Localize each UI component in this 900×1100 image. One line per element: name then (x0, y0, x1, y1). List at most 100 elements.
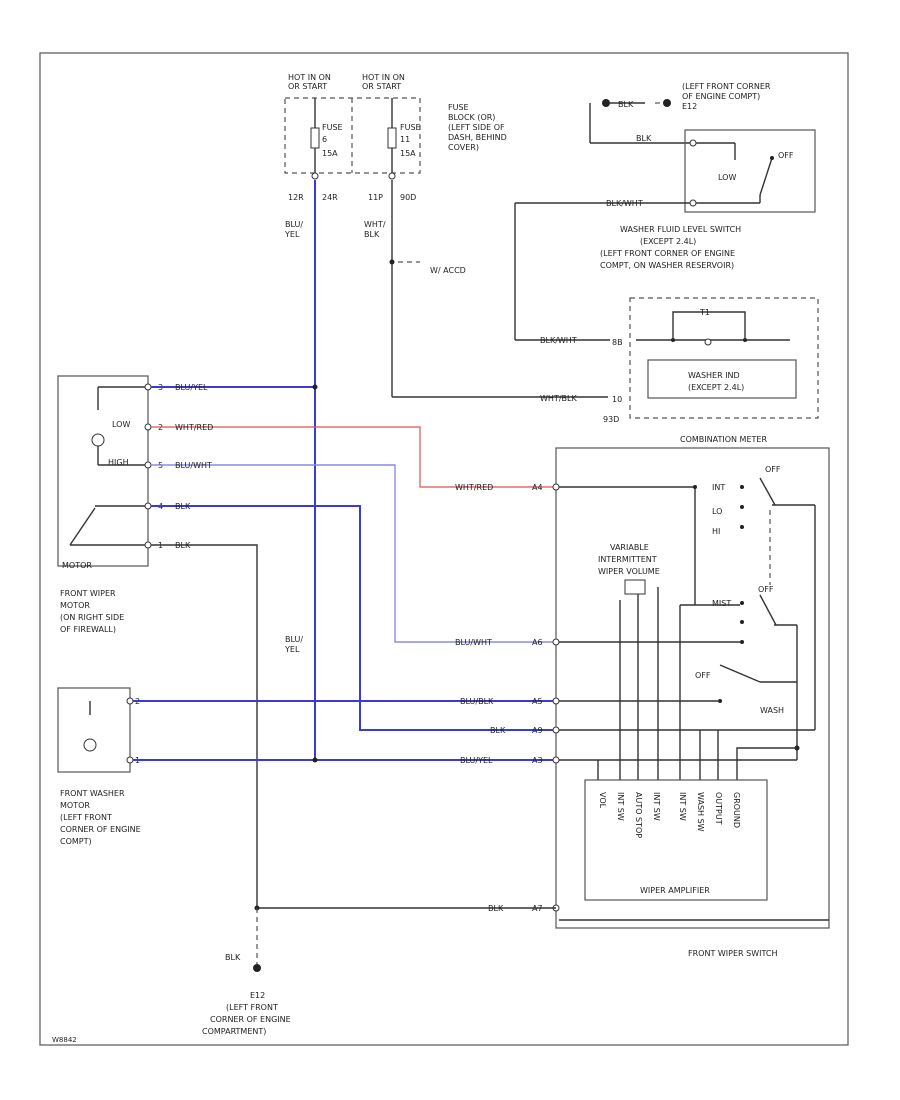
washer-ind-title-2: (EXCEPT 2.4L) (688, 383, 744, 392)
amp-terminal-8: GROUND (732, 792, 741, 828)
meter-blu-wht-label: BLU/WHT (455, 638, 492, 647)
amp-terminal-4: INT SW (652, 792, 661, 821)
switch-mist: MIST (712, 599, 731, 608)
fuse-hot-2b: OR START (362, 82, 401, 91)
fluid-switch-title-2: (EXCEPT 2.4L) (640, 237, 696, 246)
washer-ind-pin-a: 8B (612, 338, 623, 347)
amp-terminal-5: INT SW (678, 792, 687, 821)
motor-wire-4-label: BLK (175, 502, 191, 511)
ground-e12-name: E12 (250, 991, 265, 1000)
motor-wire-3-label: BLU/WHT (175, 461, 212, 470)
wire-label-wht-blk-1: WHT/ (364, 220, 386, 229)
washer-ind-pin-b: 10 (612, 395, 622, 404)
wire-motor-blk-ground (151, 544, 258, 908)
variable-resistor (624, 579, 646, 595)
washer-ind-title-1: WASHER IND (688, 371, 740, 380)
fuse-pin-11p: 11P (368, 193, 383, 202)
switch-lo: LO (712, 507, 722, 516)
wire-label-blu-yel-top-1: BLU/ (285, 220, 303, 229)
front-wiper-switch-box (555, 447, 830, 929)
fuse-pin-90d: 90D (400, 193, 416, 202)
amp-terminal-6: WASH SW (696, 792, 705, 832)
fuse-hot-1: HOT IN ON (288, 73, 331, 82)
front-washer-motor: 2 1 (57, 687, 140, 773)
switch-pin-a3: A3 (532, 756, 543, 765)
motor-label: MOTOR (62, 561, 92, 570)
fuse-block: HOT IN ON OR START HOT IN ON OR START FU… (284, 73, 507, 202)
switch-pin-a6: A6 (532, 638, 543, 647)
wire-label-wht-blk-2: BLK (364, 230, 380, 239)
diagram-frame (39, 52, 849, 1046)
fluid-switch-title-4: COMPT, ON WASHER RESERVOIR) (600, 261, 734, 270)
front-wiper-motor: 3 2 5 4 1 LOW HIGH MOTOR (57, 375, 163, 570)
front-washer-motor-title-2: MOTOR (60, 801, 90, 810)
switch-off-wash: OFF (695, 671, 711, 680)
fuse-pin-12r: 12R (288, 193, 304, 202)
amp-terminal-7: OUTPUT (714, 792, 723, 825)
fuse-1-amp: 15A (322, 149, 338, 158)
washer-fluid-level-switch: BLK (LEFT FRONT CORNER OF ENGINE COMPT) … (515, 82, 816, 270)
fuse-2-number: 11 (400, 135, 410, 144)
fluid-switch-title-1: WASHER FLUID LEVEL SWITCH (620, 225, 741, 234)
meter-wht-red-label: WHT/RED (455, 483, 493, 492)
ground-e12-desc-3: COMPARTMENT) (202, 1027, 266, 1036)
motor-low-label: LOW (112, 420, 130, 429)
front-washer-motor-title-1: FRONT WASHER (60, 789, 125, 798)
front-wiper-motor-title-3: (ON RIGHT SIDE (60, 613, 124, 622)
ground-top-wire-label: BLK (618, 100, 634, 109)
acc-label: W/ ACCD (430, 266, 466, 275)
washer-ind-wht-blk-label: WHT/BLK (540, 394, 577, 403)
meter-blk-label: BLK (490, 726, 506, 735)
switch-off-2: OFF (758, 585, 774, 594)
switch-wash: WASH (760, 706, 784, 715)
variable-label-1: VARIABLE (610, 543, 649, 552)
washer-indicator: 8B 10 93D T1 WASHER IND (EXCEPT 2.4L) (603, 297, 819, 424)
front-wiper-switch-label: FRONT WIPER SWITCH (688, 949, 778, 958)
washer-ind-t1: T1 (699, 308, 710, 317)
fuse-block-line-5: COVER) (448, 143, 479, 152)
fuse-1-label: FUSE (322, 123, 343, 132)
fuse-hot-2: HOT IN ON (362, 73, 405, 82)
motor-wire-1-label: BLU/YEL (175, 383, 208, 392)
front-washer-motor-title-4: CORNER OF ENGINE (60, 825, 141, 834)
switch-int: INT (712, 483, 725, 492)
fuse-pin-24r: 24R (322, 193, 338, 202)
fuse-6-element (310, 127, 320, 149)
variable-label-2: INTERMITTENT (598, 555, 657, 564)
motor-wire-2-label: WHT/RED (175, 423, 213, 432)
front-washer-motor-title-5: COMPT) (60, 837, 92, 846)
fuse-11-element (387, 127, 397, 149)
motor-high-label: HIGH (108, 458, 129, 467)
washer-ind-blk-wht-label: BLK/WHT (540, 336, 577, 345)
amp-terminal-3: AUTO STOP (634, 792, 643, 838)
ground-e12-wire-label: BLK (225, 953, 241, 962)
front-wiper-motor-title-4: OF FIREWALL) (60, 625, 116, 634)
switch-hi: HI (712, 527, 720, 536)
washer-blu-yel-label: BLU/YEL (460, 756, 493, 765)
fluid-switch-title-3: (LEFT FRONT CORNER OF ENGINE (600, 249, 735, 258)
switch-off: OFF (765, 465, 781, 474)
fuse-2-label: FUSE (400, 123, 421, 132)
motor-wire-5-label: BLK (175, 541, 191, 550)
ground-e12-symbol (253, 964, 261, 972)
wiper-amplifier: VOL INT SW AUTO STOP INT SW INT SW WASH … (584, 779, 768, 901)
amp-terminal-2: INT SW (616, 792, 625, 821)
ground-top-line-2: OF ENGINE COMPT) (682, 92, 760, 101)
fuse-block-line-4: DASH, BEHIND (448, 133, 507, 142)
switch-pin-a5: A5 (532, 697, 543, 706)
washer-blu-blk-label: BLU/BLK (460, 697, 494, 706)
fuse-2-amp: 15A (400, 149, 416, 158)
fuse-hot-1b: OR START (288, 82, 327, 91)
front-wiper-motor-title-1: FRONT WIPER (60, 589, 116, 598)
variable-label-3: WIPER VOLUME (598, 567, 660, 576)
fuse-1-number: 6 (322, 135, 327, 144)
ground-top-line-1: (LEFT FRONT CORNER (682, 82, 771, 91)
fluid-switch-low: LOW (718, 173, 736, 182)
footer-code: W8842 (52, 1036, 77, 1044)
amp-blk-label: BLK (488, 904, 504, 913)
wire-motor-blu-wht (151, 464, 556, 643)
wire-label-blu-yel-top-2: YEL (284, 230, 300, 239)
ground-e12-desc-2: CORNER OF ENGINE (210, 1015, 291, 1024)
wiper-amplifier-label: WIPER AMPLIFIER (640, 886, 710, 895)
